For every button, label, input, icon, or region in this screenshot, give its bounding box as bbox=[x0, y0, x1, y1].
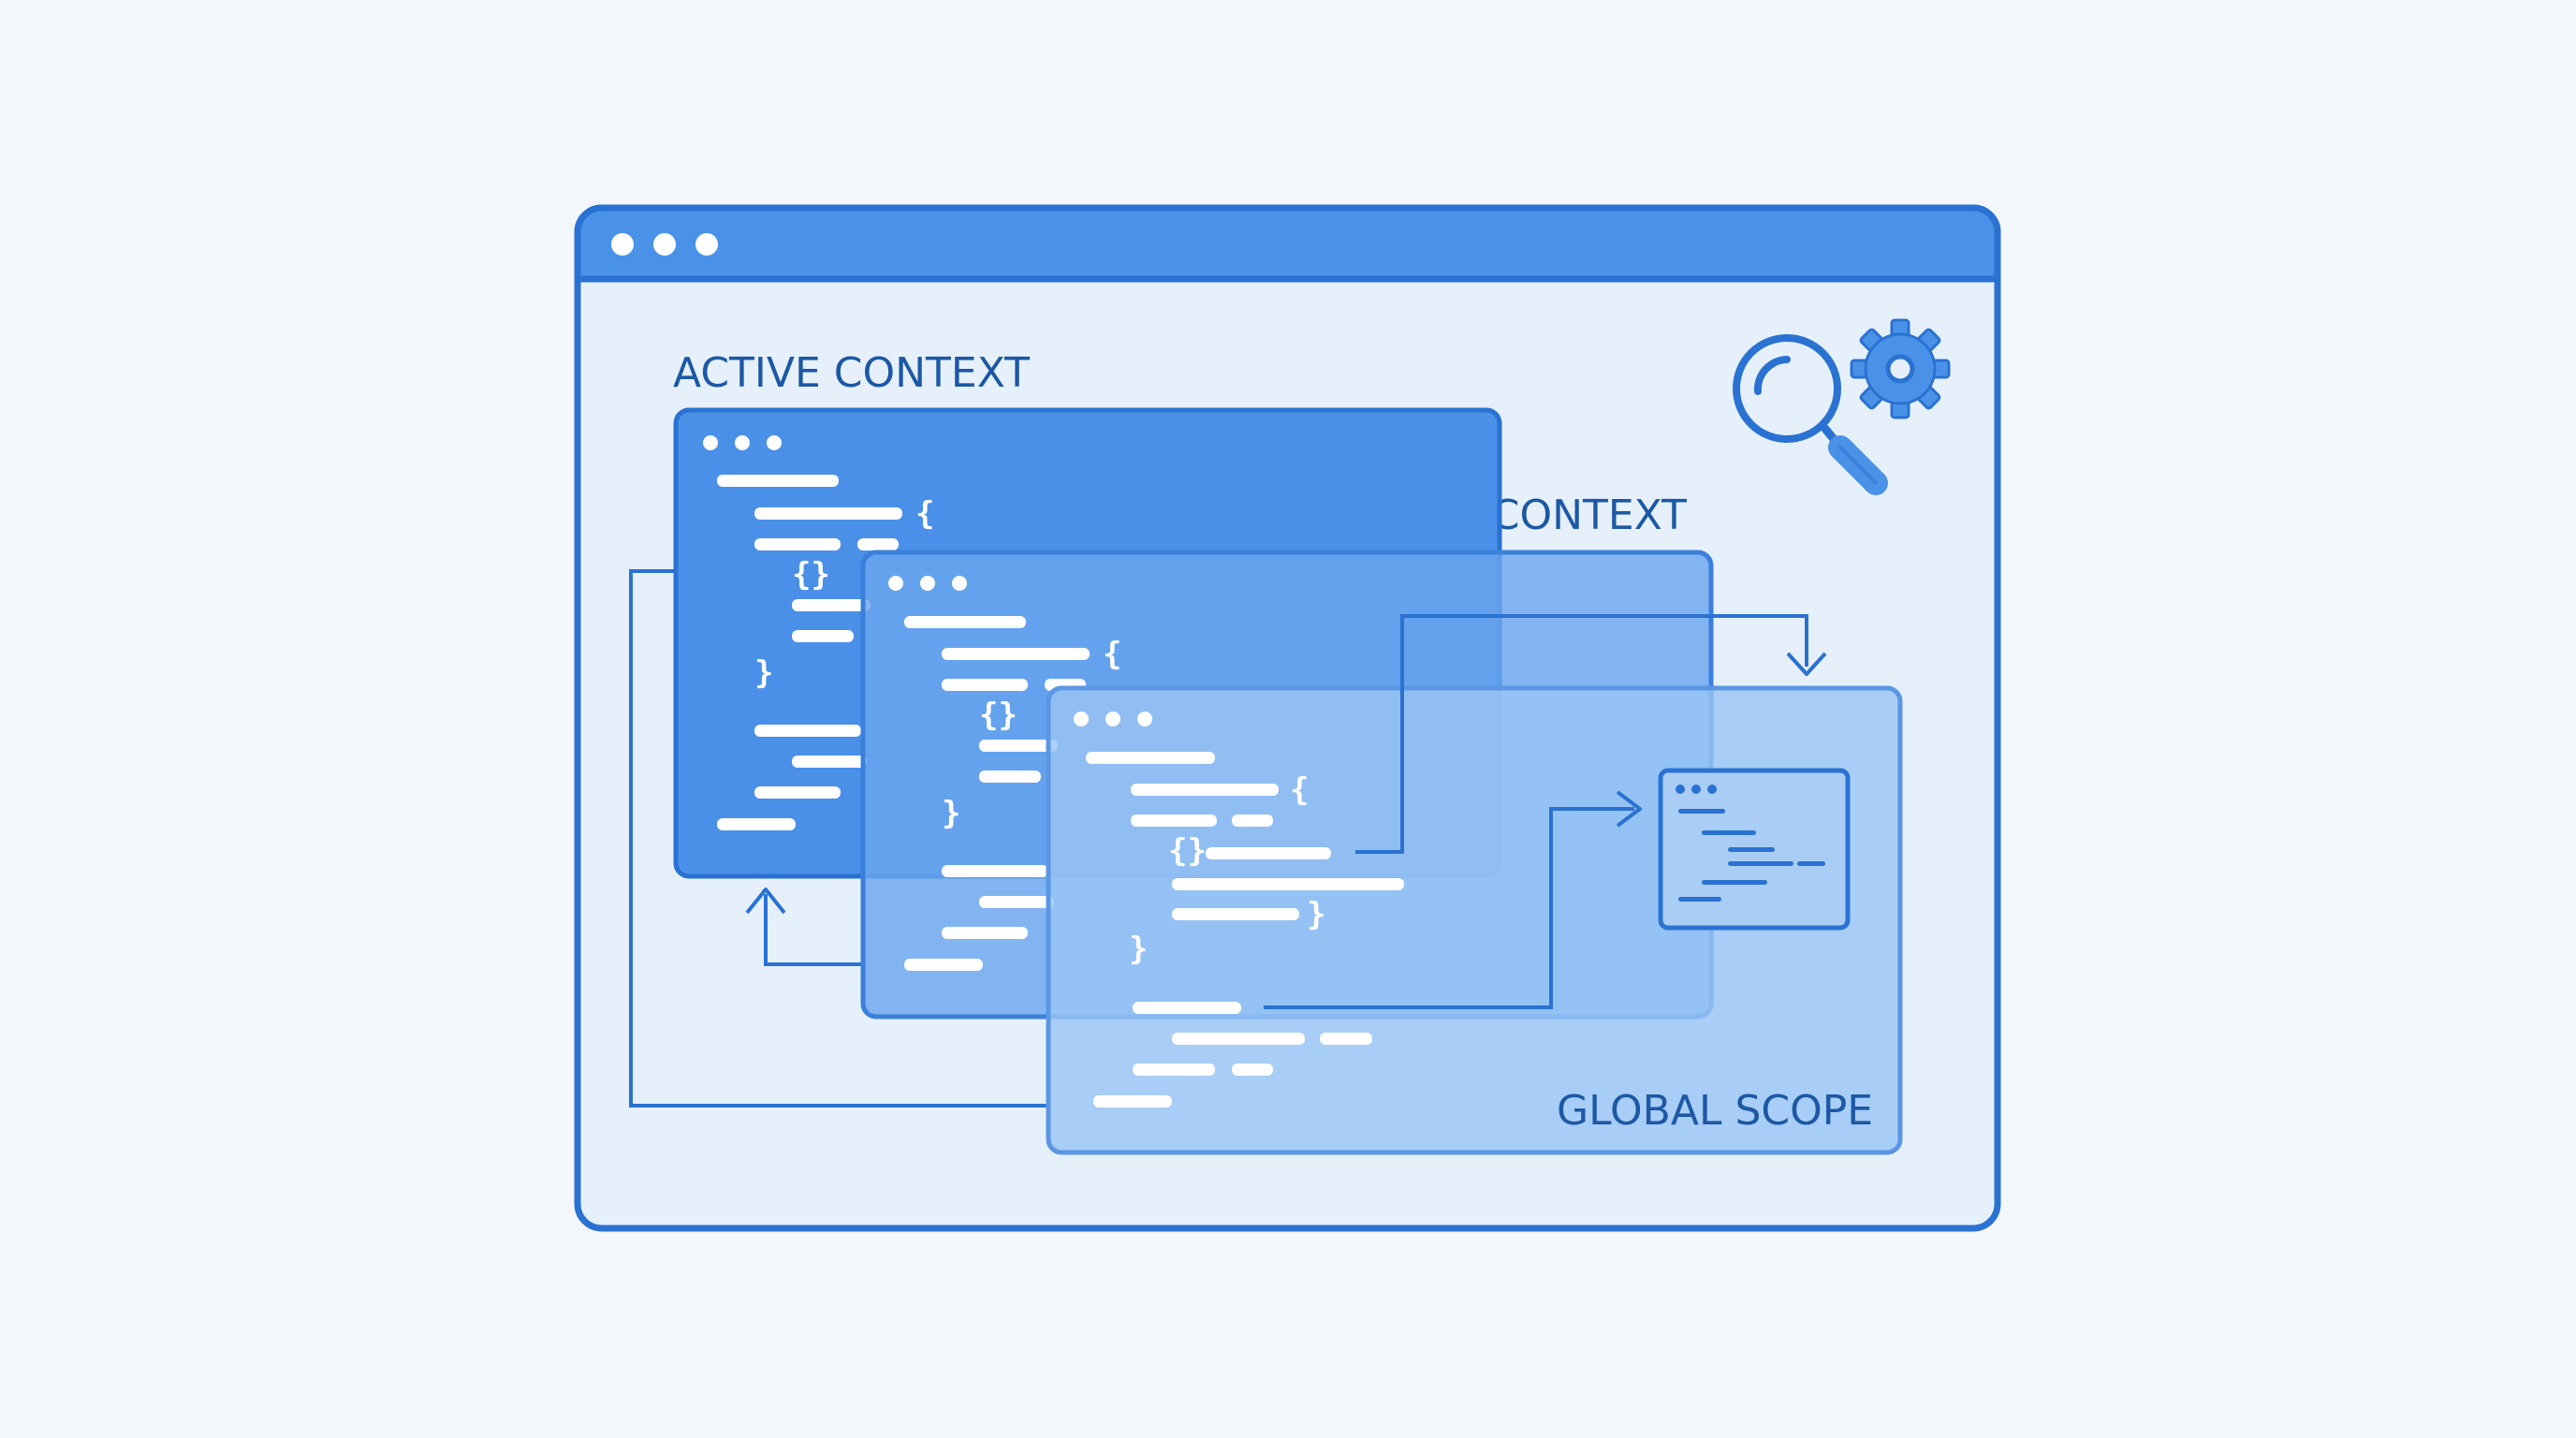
window-dot-2[interactable] bbox=[653, 233, 676, 256]
window-dot-1[interactable] bbox=[611, 233, 634, 256]
magnifier-icon[interactable] bbox=[1733, 334, 1888, 495]
global-brace-open: { bbox=[1290, 771, 1309, 809]
global-brace-close: } bbox=[1129, 931, 1148, 968]
active-code-lines bbox=[717, 475, 902, 830]
arrowhead-up bbox=[745, 888, 786, 915]
gear-icon[interactable] bbox=[1850, 318, 1951, 419]
connector-previous-to-mini-window bbox=[1264, 807, 1634, 1009]
global-brace-empty: {} bbox=[1168, 832, 1207, 870]
global-brace-inner-close: } bbox=[1307, 896, 1325, 933]
arrowhead-right bbox=[1616, 790, 1642, 828]
connector-active-to-global bbox=[1355, 614, 1808, 854]
label-global-scope: GLOBAL SCOPE bbox=[1557, 1087, 1873, 1135]
global-code-lines bbox=[1086, 752, 1404, 1108]
window-dot-3[interactable] bbox=[695, 233, 718, 256]
previous-brace-empty: {} bbox=[979, 697, 1017, 734]
main-window-titlebar bbox=[574, 204, 2001, 283]
active-brace-close: } bbox=[754, 654, 773, 692]
code-window-icon[interactable] bbox=[1658, 768, 1851, 931]
active-brace-empty: {} bbox=[792, 556, 830, 594]
active-brace-open: { bbox=[915, 495, 934, 533]
arrowhead-down bbox=[1786, 652, 1827, 676]
connector-previous-to-active bbox=[764, 894, 863, 966]
previous-brace-close: } bbox=[942, 795, 960, 832]
previous-code-lines bbox=[904, 616, 1090, 971]
label-active-context: ACTIVE CONTEXT bbox=[673, 349, 1030, 397]
previous-brace-open: { bbox=[1103, 636, 1121, 673]
